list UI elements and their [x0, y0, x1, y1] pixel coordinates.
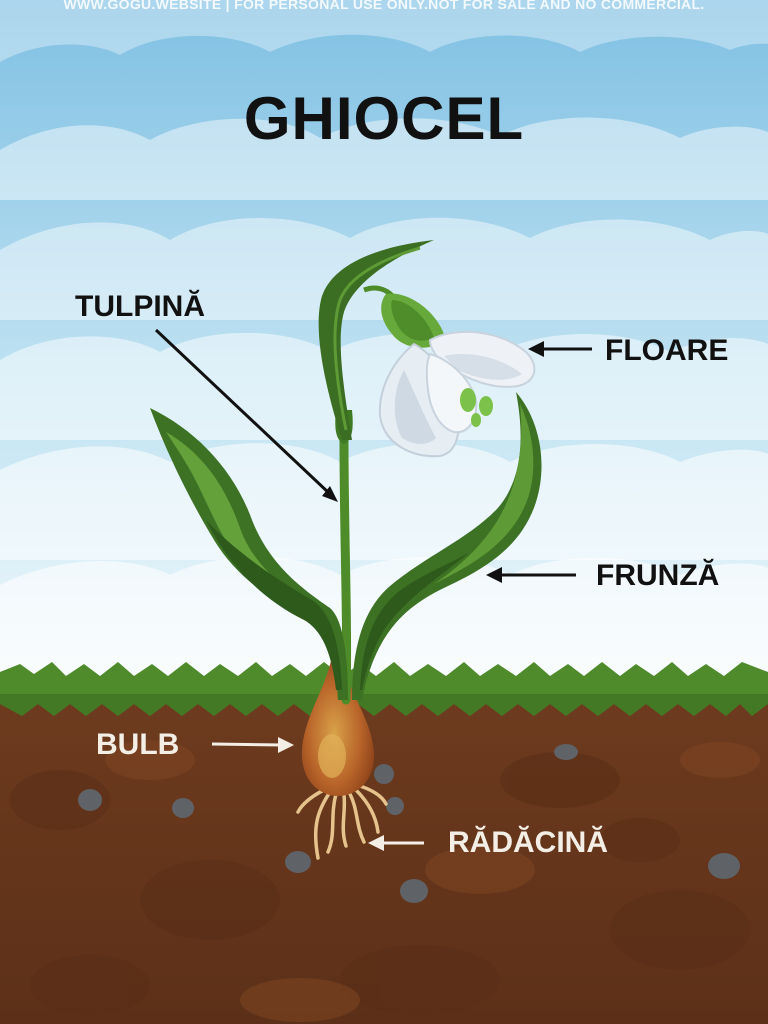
bulb-arrowhead	[278, 737, 294, 753]
label-bulb: BULB	[96, 728, 180, 761]
arching-leaf	[318, 240, 434, 440]
right-leaf-light	[434, 404, 534, 584]
arching-leaf-vein	[333, 246, 421, 431]
page-title: GHIOCEL	[243, 85, 525, 152]
soil-highlights	[105, 740, 760, 1022]
soil-texture	[10, 752, 750, 1015]
flower-arrowhead	[528, 341, 544, 357]
bulb-arrow	[211, 742, 283, 747]
stones	[78, 744, 740, 903]
label-leaf: FRUNZĂ	[596, 559, 720, 592]
flower-ovary-shade	[391, 300, 434, 341]
bulb-highlight	[318, 734, 346, 778]
inner-tepals	[460, 388, 493, 427]
label-flower: FLOARE	[605, 334, 729, 367]
petal-right-shade	[444, 354, 522, 380]
watermark-text: WWW.GOGU.WEBSITE | FOR PERSONAL USE ONLY…	[63, 0, 705, 12]
label-arrows	[154, 328, 592, 851]
left-leaf-light	[166, 432, 318, 612]
right-leaf-dark	[360, 552, 470, 690]
roots	[296, 784, 388, 860]
root-arrowhead	[368, 835, 384, 851]
grass-shade	[0, 694, 768, 716]
leaf-arrowhead	[486, 567, 502, 583]
stem-arrowhead	[322, 486, 338, 502]
label-root: RĂDĂCINĂ	[448, 826, 608, 859]
stem-arrow	[154, 328, 332, 496]
label-stem: TULPINĂ	[75, 290, 205, 323]
left-leaf-dark	[206, 520, 342, 690]
petal-left-shade	[394, 370, 436, 444]
petal-center	[425, 352, 478, 434]
